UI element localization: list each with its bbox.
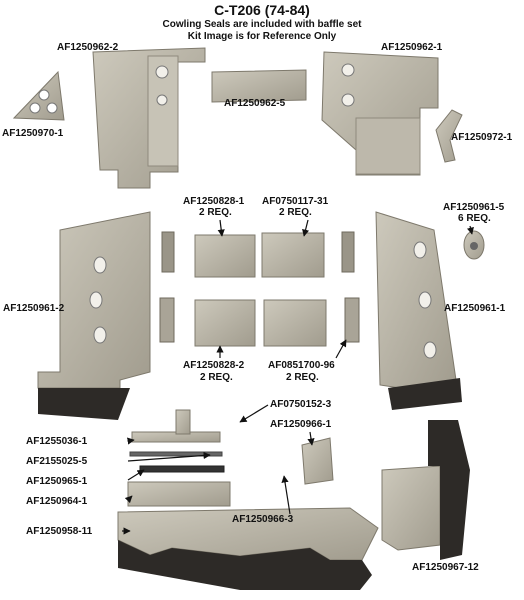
- qty-af0750117-31: 2 REQ.: [279, 207, 312, 218]
- label-af1250828-1: AF1250828-1: [183, 196, 245, 207]
- label-af0750152-3: AF0750152-3: [270, 399, 332, 410]
- part-af1250966-1-shape: [301, 437, 334, 485]
- part-af1250965-1-shape: [139, 465, 225, 473]
- diagram-subtitle-reference: Kit Image is for Reference Only: [187, 31, 337, 42]
- label-af1250962-5: AF1250962-5: [224, 98, 286, 109]
- part-af1250970-1-shape: [12, 70, 65, 121]
- part-af1250967-12-shape: [381, 420, 470, 560]
- label-af2155025-5: AF2155025-5: [26, 456, 88, 467]
- part-af1250972-1-shape: [435, 109, 463, 163]
- part-af1250961-2-shape: [37, 211, 151, 420]
- qty-af0851700-96: 2 REQ.: [286, 372, 319, 383]
- label-af1250964-1: AF1250964-1: [26, 496, 88, 507]
- label-af1250958-11: AF1250958-11: [26, 526, 93, 537]
- label-af1250962-1: AF1250962-1: [381, 42, 443, 53]
- part-af1250962-1-shape: [321, 51, 439, 176]
- qty-af1250961-5: 6 REQ.: [458, 213, 491, 224]
- part-af1250828-1-shape: [161, 231, 355, 278]
- part-af2155025-5-shape: [129, 451, 223, 457]
- part-af1250961-5-shape: [463, 230, 485, 260]
- label-af1250961-1: AF1250961-1: [444, 303, 506, 314]
- label-af1250966-1: AF1250966-1: [270, 419, 332, 430]
- label-af1250965-1: AF1250965-1: [26, 476, 88, 487]
- part-af1255036-1-shape: [131, 409, 221, 443]
- part-af1250828-2-shape: [159, 297, 360, 347]
- label-af0750117-31: AF0750117-31: [262, 196, 329, 207]
- qty-af1250828-2: 2 REQ.: [200, 372, 233, 383]
- label-af1250962-2: AF1250962-2: [57, 42, 119, 53]
- part-af1250962-5-shape: [211, 69, 307, 103]
- diagram-title: C-T206 (74-84): [214, 2, 310, 18]
- part-af1250958-11-shape: [117, 507, 379, 590]
- leader-arrows: [122, 219, 474, 535]
- label-af1250967-12: AF1250967-12: [412, 562, 479, 573]
- part-af1250962-2-shape: [92, 47, 206, 189]
- part-af1250961-1-shape: [375, 211, 462, 410]
- label-af1250961-2: AF1250961-2: [3, 303, 65, 314]
- diagram-subtitle-seals: Cowling Seals are included with baffle s…: [162, 19, 362, 30]
- label-af1250966-3: AF1250966-3: [232, 514, 294, 525]
- label-af1250972-1: AF1250972-1: [451, 132, 513, 143]
- label-af1250828-2: AF1250828-2: [183, 360, 245, 371]
- label-af0851700-96: AF0851700-96: [268, 360, 335, 371]
- part-af1250964-1-shape: [127, 481, 231, 507]
- qty-af1250828-1: 2 REQ.: [199, 207, 232, 218]
- label-af1255036-1: AF1255036-1: [26, 436, 88, 447]
- label-af1250961-5: AF1250961-5: [443, 202, 505, 213]
- label-af1250970-1: AF1250970-1: [2, 128, 64, 139]
